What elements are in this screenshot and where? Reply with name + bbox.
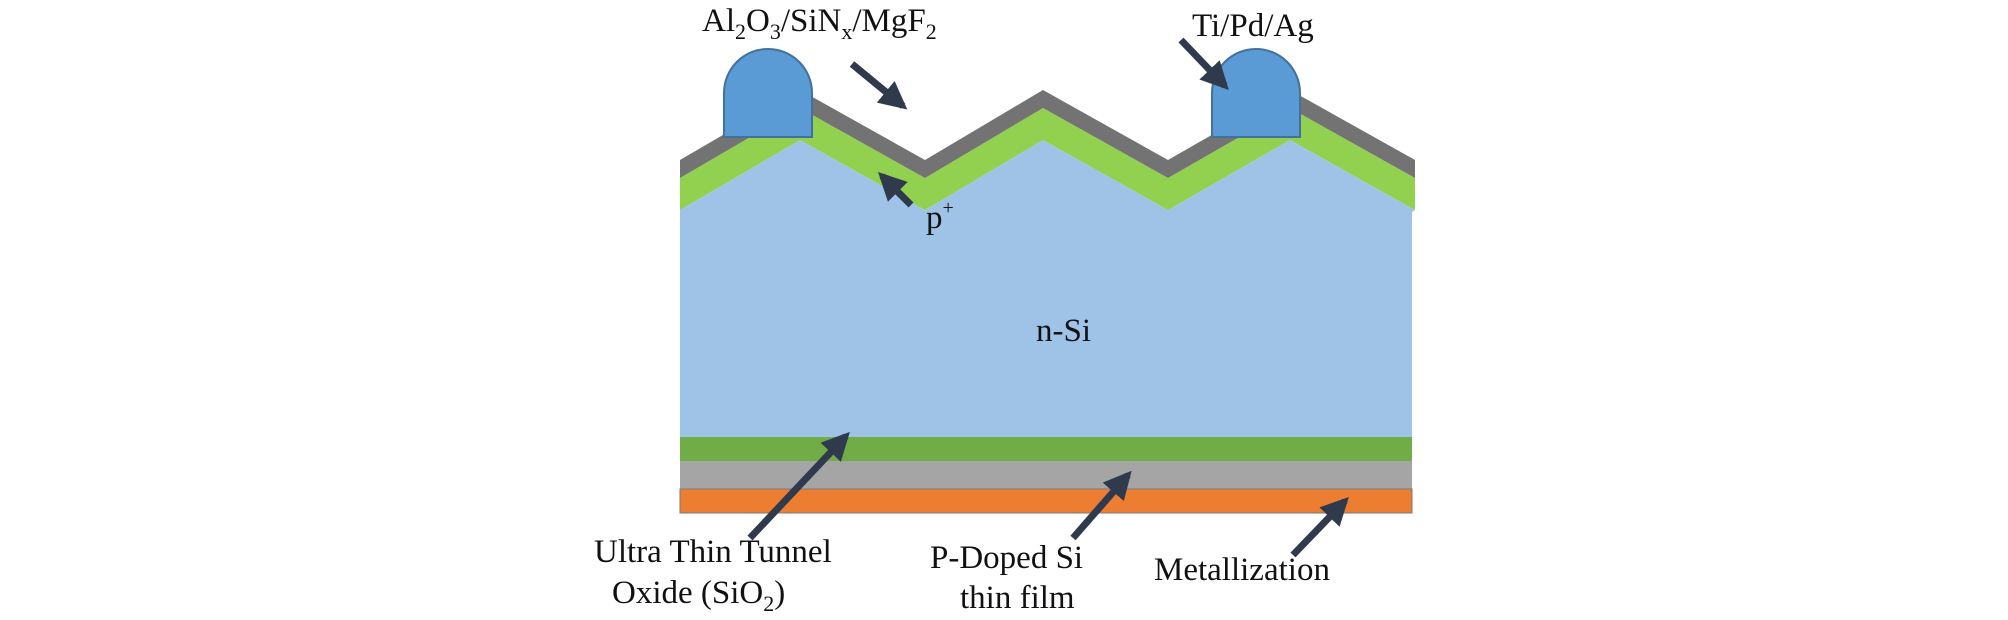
tunnel-oxide-layer xyxy=(680,437,1412,461)
metallization-label: Metallization xyxy=(1154,552,1330,588)
emitter-arrow-icon xyxy=(878,172,914,208)
coating-label: Al2O3/SiNx/MgF2 xyxy=(702,3,937,44)
metallization-arrow-icon xyxy=(1290,496,1349,558)
p-doped-si-film-layer xyxy=(680,461,1412,489)
n-si-substrate-layer xyxy=(680,140,1415,437)
contact-label: Ti/Pd/Ag xyxy=(1192,8,1314,44)
doped-film-arrow-icon xyxy=(1070,470,1132,541)
substrate-label: n-Si xyxy=(1036,313,1091,349)
anti-reflection-coating-layer xyxy=(680,90,1415,178)
contact-arrow-icon xyxy=(1178,37,1229,91)
metallization-layer xyxy=(679,488,1413,514)
tunnel-oxide-label-line2: Oxide (SiO2) xyxy=(612,575,785,616)
tunnel-oxide-label-line1: Ultra Thin Tunnel xyxy=(594,534,832,570)
coating-arrow-icon xyxy=(849,61,908,110)
front-contact-right xyxy=(1211,48,1301,138)
doped-film-label-line1: P-Doped Si xyxy=(930,540,1083,576)
emitter-label: p+ xyxy=(926,197,954,236)
p-plus-emitter-layer xyxy=(680,108,1415,210)
tunnel-oxide-arrow-icon xyxy=(747,431,850,541)
doped-film-label-line2: thin film xyxy=(960,580,1075,616)
front-contact-left xyxy=(723,48,813,138)
